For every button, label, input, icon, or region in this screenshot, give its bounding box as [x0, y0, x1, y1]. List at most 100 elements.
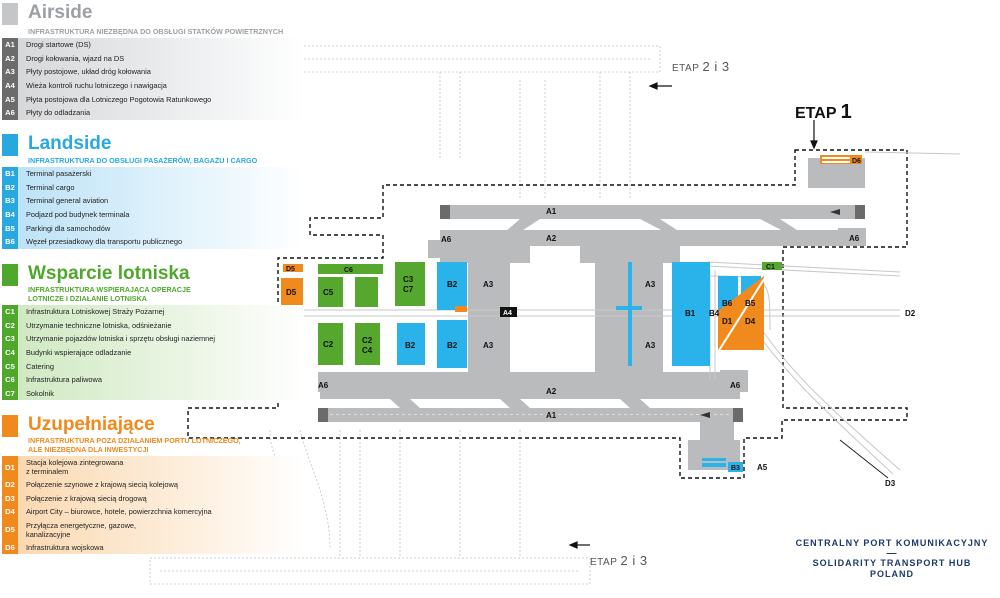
legend-desc: Płyta postojowa dla Lotniczego Pogotowia…: [26, 94, 212, 104]
legend-code: C2: [2, 318, 18, 333]
legend-desc: Węzeł przesiadkowy dla transportu public…: [26, 237, 183, 247]
legend-code: D6: [2, 540, 18, 555]
legend-row: D6 Infrastruktura wojskowa: [2, 540, 304, 555]
legend-row: C1 Infrastruktura Lotniskowej Straży Poża…: [2, 305, 304, 319]
etap-nums: 2 i 3: [702, 59, 730, 74]
label-a6-br: A6: [730, 381, 741, 390]
label-d5-2: D5: [286, 288, 297, 297]
legend-code: D5: [2, 518, 18, 541]
label-c2-2: C2: [362, 336, 373, 345]
map-labels: A1 A2 A6 A6 A3 A3 A3 A3 A4 A2 A1 A6 A6 A…: [286, 158, 916, 488]
legend-desc: Połączenie z krajową siecią drogową: [26, 493, 147, 503]
etap-1-label: ETAP 1: [795, 101, 852, 124]
legend-code: D2: [2, 478, 18, 492]
legend-landside-bar: [2, 134, 18, 156]
legend-support-header: Wsparcie lotniska: [2, 263, 304, 286]
legend-code: A2: [2, 51, 18, 66]
legend-support: Wsparcie lotniska INFRASTRUKTURA WSPIERA…: [2, 263, 304, 401]
legend-code: B3: [2, 194, 18, 208]
stage-1-boundary: [187, 149, 908, 479]
a4-tower-block: [500, 307, 517, 317]
runway-direction-arrows: [700, 209, 840, 418]
label-a3-1: A3: [483, 280, 494, 289]
label-c1-right: C1: [766, 264, 775, 271]
label-c7: C7: [403, 285, 414, 294]
legend-desc: Infrastruktura paliwowa: [26, 375, 102, 385]
legend-desc: Terminal cargo: [26, 182, 75, 192]
etap-word: ETAP: [672, 63, 700, 74]
label-a2-bottom: A2: [546, 387, 557, 396]
label-b4: B4: [709, 309, 720, 318]
label-a3-4: A3: [645, 341, 656, 350]
d1-d4-zone-cut: [740, 310, 764, 345]
legend-desc: Drogi kołowania, wjazd na DS: [26, 53, 125, 63]
legend-support-subtitle: INFRASTRUKTURA WSPIERAJĄCA OPERACJE LOTN…: [28, 285, 191, 303]
legend-row: A2 Drogi kołowania, wjazd na DS: [2, 51, 304, 66]
label-b2-2: B2: [447, 341, 458, 350]
airfield-pavement: [318, 158, 866, 470]
legend-code: B4: [2, 207, 18, 222]
legend-desc: Połączenie szynowe z krajową siecią kole…: [26, 480, 178, 490]
label-a1-top: A1: [546, 207, 557, 216]
label-c6: C6: [344, 267, 353, 274]
label-a3-2: A3: [483, 341, 494, 350]
legend-desc: Stacja kolejowa zintegrowana z terminale…: [26, 458, 124, 476]
legend-code: B6: [2, 234, 18, 249]
legend-code: D4: [2, 505, 18, 519]
legend-extra-bar: [2, 415, 18, 437]
legend-desc: Catering: [26, 361, 54, 371]
legend-landside-header: Landside: [2, 133, 304, 156]
legend-code: D3: [2, 491, 18, 506]
legend-airside-subtitle: INFRASTRUKTURA NIEZBĘDNA DO OBSŁUGI STAT…: [28, 27, 284, 36]
legend-support-title: Wsparcie lotniska: [28, 263, 190, 284]
label-c4: C4: [362, 346, 373, 355]
legend-code: B2: [2, 180, 18, 195]
label-b5: B5: [745, 299, 756, 308]
label-b3: B3: [731, 465, 740, 472]
d3-leader-line: [839, 439, 889, 479]
legend-code: C6: [2, 372, 18, 387]
legend-code: A3: [2, 65, 18, 79]
legend-extra-title: Uzupełniające: [28, 414, 155, 435]
legend-desc: Infrastruktura Lotniskowej Straży Pożarn…: [26, 307, 165, 317]
legend-landside: Landside INFRASTRUKTURA DO OBSŁUGI PASAŻ…: [2, 133, 304, 249]
legend-row: D3 Połączenie z krajową siecią drogową: [2, 491, 304, 506]
label-d4: D4: [745, 317, 756, 326]
label-b1: B1: [685, 309, 696, 318]
legend-desc: Sokolnik: [26, 388, 54, 398]
d6-stripe: [822, 157, 850, 159]
label-d6: D6: [852, 158, 861, 165]
legend-desc: Utrzymanie techniczne lotniska, odśnieża…: [26, 320, 172, 330]
brand-line-3: POLAND: [870, 569, 914, 579]
label-c3: C3: [403, 275, 414, 284]
legend-desc: Airport City – biurowce, hotele, powierz…: [26, 507, 212, 517]
legend-desc: Infrastruktura wojskowa: [26, 543, 104, 553]
label-a6-tl: A6: [441, 235, 452, 244]
legend-desc: Płyty do odladzania: [26, 108, 91, 118]
legend-row: C2 Utrzymanie techniczne lotniska, odśnie…: [2, 318, 304, 333]
future-runway-top-outline: [227, 45, 661, 200]
etap-2-3-top-label: ETAP 2 i 3: [672, 59, 730, 74]
legend-support-bar: [2, 264, 18, 286]
legend-desc: Parkingi dla samochodów: [26, 223, 111, 233]
legend-row: D2 Połączenie szynowe z krajową siecią ko…: [2, 478, 304, 492]
legend-code: C1: [2, 305, 18, 319]
legend-landside-title: Landside: [28, 133, 112, 154]
d1-d4-divider: [717, 275, 767, 353]
legend-extra-header: Uzupełniające: [2, 414, 304, 437]
d6-block: [820, 155, 862, 164]
b3-building: [728, 462, 743, 472]
etap-1-num: 1: [840, 101, 852, 123]
